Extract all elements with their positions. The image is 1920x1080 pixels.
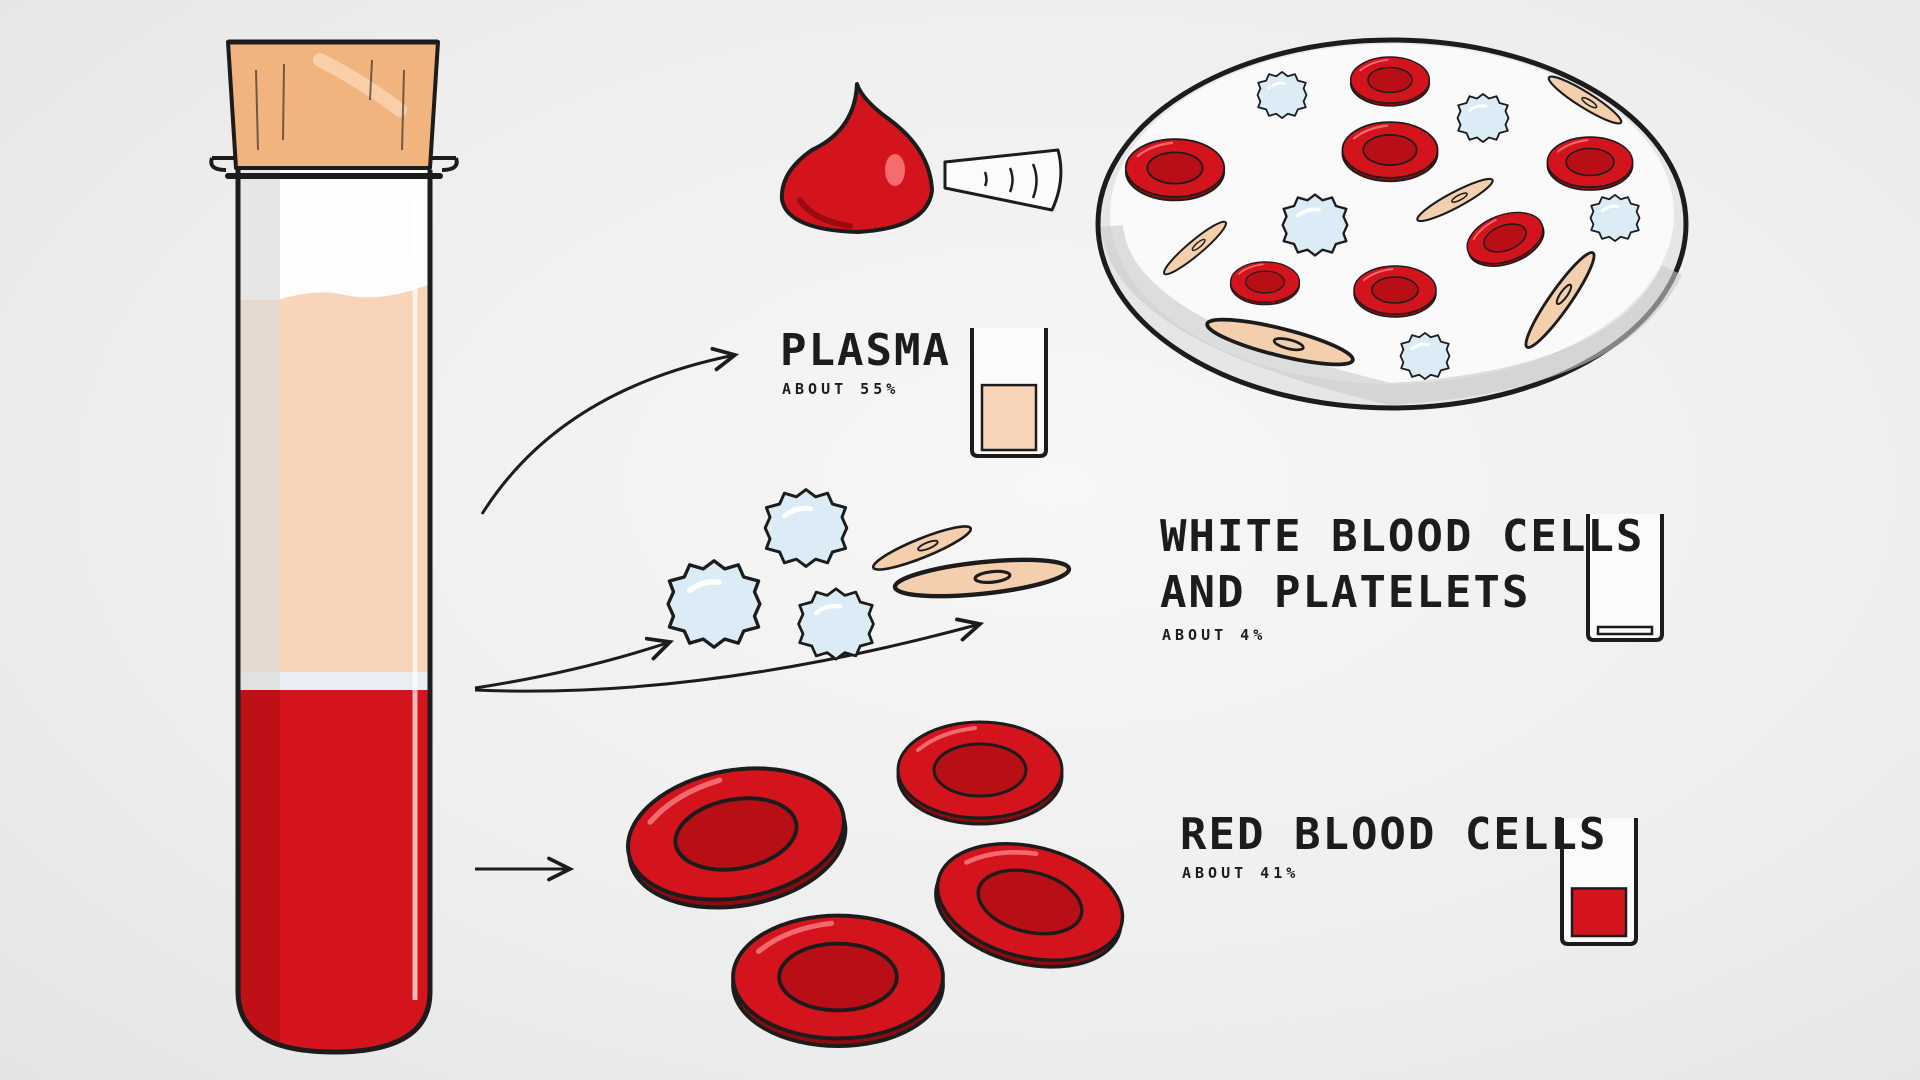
platelet-icon [868,518,1071,603]
rbc-label: RED BLOOD CELLS [1180,809,1608,860]
wbc-beaker [1586,514,1664,642]
wbc-label-line2: AND PLATELETS [1160,567,1531,618]
plasma-percentage: ABOUT 55% [782,380,900,398]
wbc-percentage: ABOUT 4% [1162,626,1267,644]
blood-drop-icon [779,82,934,234]
wbc-beaker-fill [1596,625,1654,636]
red-blood-cell-icon [618,720,1135,1046]
wbc-arrow-2 [474,617,985,693]
plasma-label: PLASMA [780,325,951,376]
magnifier-view-icon [943,37,1689,411]
plasma-beaker [970,328,1048,458]
cork-stopper-icon [226,39,440,170]
test-tube-icon [209,156,459,1055]
rbc-percentage: ABOUT 41% [1182,864,1300,882]
wbc-label-line1: WHITE BLOOD CELLS [1160,511,1645,562]
white-blood-cell-icon [668,490,873,660]
plasma-arrow [480,346,740,515]
rbc-beaker-fill [1570,887,1628,938]
rbc-beaker [1560,818,1638,946]
wbc-arrow-1 [474,636,674,690]
plasma-beaker-fill [980,383,1038,452]
